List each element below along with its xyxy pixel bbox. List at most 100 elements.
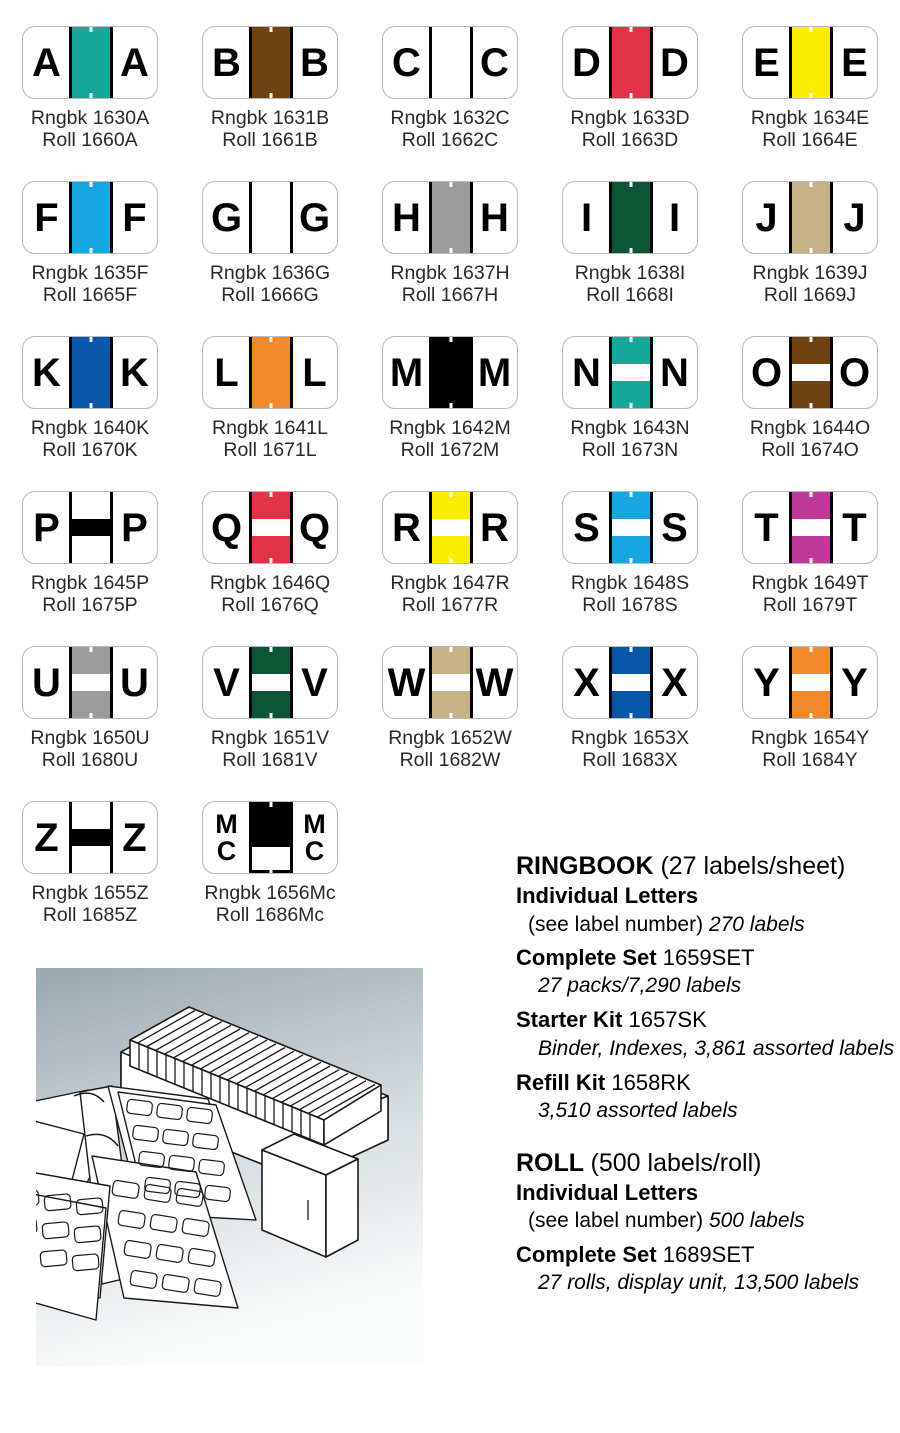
label-ringbook-number: Rngbk 1656Mc xyxy=(204,882,336,904)
label-color-bar xyxy=(789,492,833,563)
label-ringbook-number: Rngbk 1655Z xyxy=(31,882,149,904)
label-letter-left: F xyxy=(34,195,58,240)
ringbook-complete-set-label: Complete Set xyxy=(516,944,657,970)
ringbook-complete-set-number: 1659SET xyxy=(662,944,755,970)
bar-segment-middle xyxy=(612,673,650,691)
bar-segment-bottom xyxy=(72,536,110,563)
label-letter-left: P xyxy=(33,505,60,550)
label-letter-left: L xyxy=(214,350,238,395)
ringbook-heading: RINGBOOK (27 labels/sheet) xyxy=(516,850,896,882)
bar-segment-top xyxy=(612,27,650,98)
label-ringbook-number: Rngbk 1639J xyxy=(752,262,868,284)
label-ringbook-number: Rngbk 1636G xyxy=(209,262,331,284)
label-roll-number: Roll 1675P xyxy=(42,593,138,616)
ringbook-individual-sub: (see label number) xyxy=(528,912,704,936)
label-letter-right: R xyxy=(480,505,509,550)
label-letter-char: C xyxy=(304,835,324,866)
label-ringbook-number: Rngbk 1653X xyxy=(570,727,690,749)
bar-segment-top xyxy=(72,647,110,674)
ringbook-title-note: (27 labels/sheet) xyxy=(660,852,846,880)
label-color-bar xyxy=(789,337,833,408)
label-letter-left: R xyxy=(392,505,421,550)
label-roll-number: Roll 1667H xyxy=(401,283,499,306)
label-letter-right: S xyxy=(661,505,688,550)
bar-segment-bottom xyxy=(792,536,830,563)
label-color-bar xyxy=(69,182,113,253)
label-color-bar xyxy=(249,492,293,563)
ringbook-refill-kit-number: 1658RK xyxy=(611,1069,691,1095)
label-color-bar xyxy=(249,337,293,408)
ringbook-individual-label: Individual Letters xyxy=(516,883,699,908)
bar-segment-middle xyxy=(792,673,830,691)
label-ringbook-number: Rngbk 1633D xyxy=(570,107,690,129)
roll-complete-set-label: Complete Set xyxy=(516,1241,657,1267)
label-roll-number: Roll 1682W xyxy=(399,748,501,771)
label-ringbook-number: Rngbk 1651V xyxy=(210,727,330,749)
ringbook-starter-kit-number: 1657SK xyxy=(628,1007,707,1033)
label-roll-number: Roll 1684Y xyxy=(762,748,858,771)
label-roll-number: Roll 1676Q xyxy=(221,593,319,616)
ringbook-title: RINGBOOK xyxy=(516,852,654,880)
label-letter-right: Q xyxy=(298,505,330,550)
label-roll-number: Roll 1666G xyxy=(221,283,319,306)
label-color-bar xyxy=(69,802,113,873)
bar-segment-top xyxy=(612,337,650,364)
bar-segment-middle xyxy=(72,828,110,846)
label-color-bar xyxy=(69,647,113,718)
label-color-bar xyxy=(249,27,293,98)
label-ringbook-number: Rngbk 1640K xyxy=(30,417,150,439)
label-roll-number: Roll 1670K xyxy=(42,438,138,461)
label-ringbook-number: Rngbk 1637H xyxy=(390,262,510,284)
label-roll-number: Roll 1672M xyxy=(400,438,500,461)
label-letter-left: K xyxy=(32,350,61,395)
label-letter-right: A xyxy=(120,40,149,85)
label-letter-left: N xyxy=(572,350,601,395)
label-letter-right: W xyxy=(475,660,514,705)
bar-segment-middle xyxy=(612,518,650,536)
label-letter-left: Y xyxy=(753,660,780,705)
label-roll-number: Roll 1678S xyxy=(582,593,678,616)
label-roll-number: Roll 1669J xyxy=(763,283,857,306)
label-letter-left: M xyxy=(389,350,423,395)
ringbook-starter-kit-note: Binder, Indexes, 3,861 assorted labels xyxy=(538,1036,895,1060)
bar-segment-bottom xyxy=(252,536,290,563)
bar-segment-top xyxy=(432,492,470,519)
label-letter-right: I xyxy=(668,195,680,240)
label-roll-number: Roll 1665F xyxy=(42,283,138,306)
bar-segment-top xyxy=(252,647,290,674)
label-letter-right: Y xyxy=(841,660,868,705)
label-letter-right: T xyxy=(842,505,866,550)
label-letter-right: C xyxy=(480,40,509,85)
bar-segment-middle xyxy=(72,673,110,691)
label-letter-char: M xyxy=(303,809,325,840)
label-roll-number: Roll 1664E xyxy=(762,128,858,151)
label-letter-char: C xyxy=(216,835,236,866)
label-color-bar xyxy=(249,647,293,718)
bar-segment-top xyxy=(432,337,470,408)
